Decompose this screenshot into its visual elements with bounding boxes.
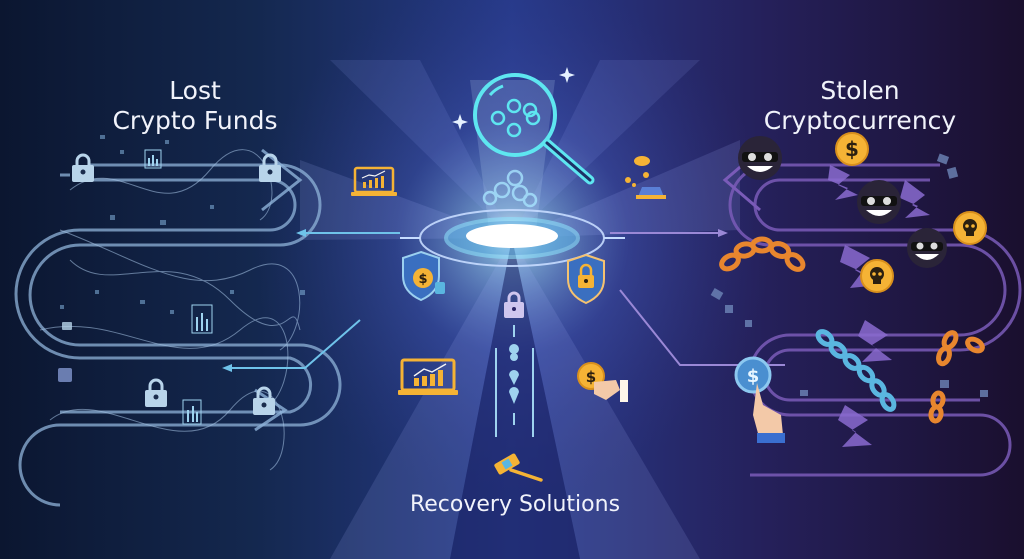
data-chart-icon (182, 399, 202, 425)
masked-thief-icon (857, 180, 901, 224)
location-pin-icon (509, 387, 519, 404)
masked-thief-icon (738, 136, 782, 180)
broken-chain-icon (719, 236, 806, 272)
skull-coin-icon (860, 259, 894, 293)
gavel-icon (494, 453, 543, 482)
padlock-icon (58, 368, 72, 382)
masked-thief-icon (907, 228, 947, 268)
hand-coin-icon: $ (577, 362, 628, 402)
padlock-icon (253, 386, 275, 415)
network-nodes-icon (482, 169, 538, 208)
skull-coin-icon (953, 211, 987, 245)
padlock-icon (145, 378, 167, 407)
stolen-title-line2: Cryptocurrency (763, 105, 957, 135)
svg-text:$: $ (747, 366, 760, 387)
dollar-coin-icon: $ (835, 132, 869, 166)
data-chart-icon (144, 149, 162, 169)
padlock-icon (259, 153, 281, 182)
data-chart-icon (191, 304, 213, 334)
location-pin-icon (509, 370, 519, 385)
lost-title-line2: Crypto Funds (112, 105, 278, 135)
broken-chain-icon (815, 329, 897, 412)
padlock-icon (72, 153, 94, 182)
padlock-icon (62, 322, 72, 330)
laptop-chart-icon (398, 358, 458, 395)
glowing-portal-icon (400, 209, 625, 267)
coins-stack-icon (625, 156, 666, 199)
svg-text:$: $ (586, 368, 596, 386)
sparkle-icons (452, 67, 575, 130)
padlock-icon (504, 291, 524, 318)
svg-text:$: $ (418, 272, 427, 287)
magnifier-network-icon (473, 73, 595, 185)
stolen-cryptocurrency-title: Stolen Cryptocurrency (735, 76, 985, 135)
shield-dollar-icon: $ (402, 250, 445, 302)
route-path-icon (495, 325, 534, 437)
recovery-solutions-title: Recovery Solutions (409, 492, 621, 517)
lost-title-line1: Lost (169, 76, 221, 105)
stolen-title-line1: Stolen (820, 76, 900, 105)
hand-tap-coin-icon: $ (734, 356, 785, 443)
broken-chain-icon (928, 330, 985, 424)
laptop-chart-icon (351, 166, 397, 196)
svg-text:$: $ (845, 137, 859, 161)
lost-crypto-funds-title: Lost Crypto Funds (95, 76, 295, 135)
shield-lock-icon (567, 253, 605, 305)
